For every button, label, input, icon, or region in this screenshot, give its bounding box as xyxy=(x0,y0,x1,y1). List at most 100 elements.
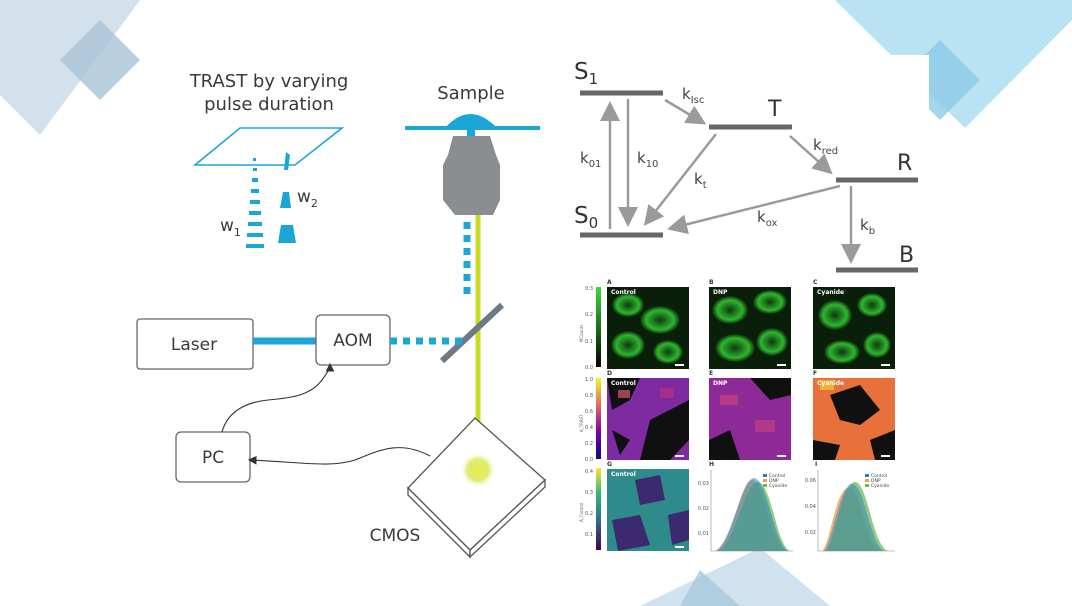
pulse-train-w1 xyxy=(246,158,264,248)
arrow-kox xyxy=(667,184,841,235)
w2-label: w2 xyxy=(297,187,318,210)
s0-label: S0 xyxy=(574,203,598,232)
svg-text:0.1: 0.1 xyxy=(585,532,593,538)
colorbar-control-label: A_Control xyxy=(579,503,584,522)
kb-label: kb xyxy=(860,216,875,237)
decor-top-left-diamond xyxy=(60,20,140,100)
svg-text:0.2: 0.2 xyxy=(585,511,593,517)
svg-text:Control: Control xyxy=(611,289,636,296)
w1-label: w1 xyxy=(220,216,241,239)
colorbar-counts xyxy=(596,287,601,367)
svg-text:0.2: 0.2 xyxy=(585,312,593,318)
kisc-label: kIsc xyxy=(682,85,704,106)
aom-label: AOM xyxy=(333,331,372,351)
panel-h: 0.03 0.02 0.01 Control DNP Cyanide H xyxy=(698,461,793,552)
decor-bottom xyxy=(640,548,830,606)
trast-title-line2: pulse duration xyxy=(204,94,334,115)
colorbar-counts-label: MCounts xyxy=(579,325,584,342)
dichroic-mirror xyxy=(439,302,505,364)
panel-e: E DNP xyxy=(709,370,791,460)
svg-text:Cyanide: Cyanide xyxy=(871,483,890,489)
svg-text:Control: Control xyxy=(871,473,887,479)
decor-bottom-diamond xyxy=(680,570,740,606)
sample-drop xyxy=(445,114,497,128)
svg-text:DNP: DNP xyxy=(871,478,881,484)
colorbar-control-ticks: 0.4 0.3 0.2 0.1 xyxy=(585,469,593,538)
arrow-kred xyxy=(789,135,833,175)
svg-text:0.02: 0.02 xyxy=(698,506,709,512)
pulse-plane xyxy=(192,127,345,166)
kred-label: kred xyxy=(813,136,838,157)
colorbar-counts-ticks: 0.3 0.2 0.1 0.0 xyxy=(585,286,593,371)
figure-panels: 0.3 0.2 0.1 0.0 MCounts 1.0 0.8 0.6 0.4 … xyxy=(579,279,895,552)
svg-text:0.4: 0.4 xyxy=(585,469,593,475)
cmos-label: CMOS xyxy=(370,526,421,546)
pc-to-aom-cable xyxy=(221,362,335,433)
svg-text:0.01: 0.01 xyxy=(698,531,709,537)
microscope-setup: TRAST by varying pulse duration w1 w2 Sa… xyxy=(136,71,546,559)
cmos-to-pc-cable xyxy=(247,447,431,465)
arrow-kt xyxy=(643,133,717,226)
svg-text:DNP: DNP xyxy=(713,380,728,387)
panel-a: A Control xyxy=(607,279,689,369)
sample-label: Sample xyxy=(437,83,505,104)
svg-text:DNP: DNP xyxy=(713,289,728,296)
svg-text:0.1: 0.1 xyxy=(585,339,593,345)
cmos-camera xyxy=(407,417,546,559)
objective-tip xyxy=(467,128,475,136)
colorbar-trast-ticks: 1.0 0.8 0.6 0.4 0.2 0.0 xyxy=(585,377,593,463)
svg-text:0.0: 0.0 xyxy=(585,457,593,463)
legend-h: Control DNP Cyanide xyxy=(763,473,788,489)
svg-text:1.0: 1.0 xyxy=(585,377,593,383)
svg-text:0.3: 0.3 xyxy=(585,490,593,496)
svg-text:H: H xyxy=(709,461,714,468)
svg-text:D: D xyxy=(607,370,612,377)
k10-label: k10 xyxy=(637,149,658,170)
colorbar-trast-label: A_TRAST xyxy=(579,414,584,432)
k01-label: k01 xyxy=(580,149,601,170)
svg-text:0.02: 0.02 xyxy=(805,530,816,536)
svg-text:Control: Control xyxy=(769,473,785,479)
pulse-train-w2 xyxy=(278,152,296,243)
svg-text:0.2: 0.2 xyxy=(585,441,593,447)
panel-d: D Control xyxy=(607,370,689,460)
panel-c: C Cyanide xyxy=(813,279,895,369)
arrow-kisc xyxy=(664,98,707,125)
svg-text:DNP: DNP xyxy=(769,478,779,484)
trast-title-line1: TRAST by varying xyxy=(189,71,349,92)
laser-label: Laser xyxy=(171,335,217,355)
t-label: T xyxy=(767,97,782,122)
svg-text:0.0: 0.0 xyxy=(585,365,593,371)
svg-text:G: G xyxy=(607,461,612,468)
svg-text:0.04: 0.04 xyxy=(805,504,816,510)
svg-text:E: E xyxy=(709,370,713,377)
panel-f: F Cyanide xyxy=(813,370,895,460)
svg-text:Cyanide: Cyanide xyxy=(817,380,844,387)
svg-text:0.6: 0.6 xyxy=(585,409,593,415)
colorbar-trast xyxy=(596,378,601,459)
s1-label: S1 xyxy=(574,59,598,88)
svg-text:0.03: 0.03 xyxy=(698,481,709,487)
panel-g: G Control xyxy=(607,461,689,551)
svg-text:C: C xyxy=(813,279,818,286)
energy-diagram-bg xyxy=(564,55,929,280)
colorbar-control xyxy=(596,468,601,550)
svg-text:0.3: 0.3 xyxy=(585,286,593,292)
pc-label: PC xyxy=(202,448,224,468)
r-label: R xyxy=(897,151,912,176)
kox-label: kox xyxy=(757,208,777,229)
svg-text:A: A xyxy=(607,279,612,286)
legend-i: Control DNP Cyanide xyxy=(865,473,890,489)
detection-spot xyxy=(460,452,496,488)
svg-text:Cyanide: Cyanide xyxy=(817,289,844,296)
objective-lens xyxy=(443,136,500,215)
svg-text:Cyanide: Cyanide xyxy=(769,483,788,489)
panel-i: 0.06 0.04 0.02 Control DNP Cyanide I xyxy=(805,461,895,552)
svg-text:0.06: 0.06 xyxy=(805,478,816,484)
svg-text:Control: Control xyxy=(611,471,636,478)
energy-level-diagram: S1 T R S0 B k01 k10 kIsc kt kred kox kb xyxy=(564,55,929,280)
svg-text:0.4: 0.4 xyxy=(585,425,593,431)
svg-text:B: B xyxy=(709,279,714,286)
